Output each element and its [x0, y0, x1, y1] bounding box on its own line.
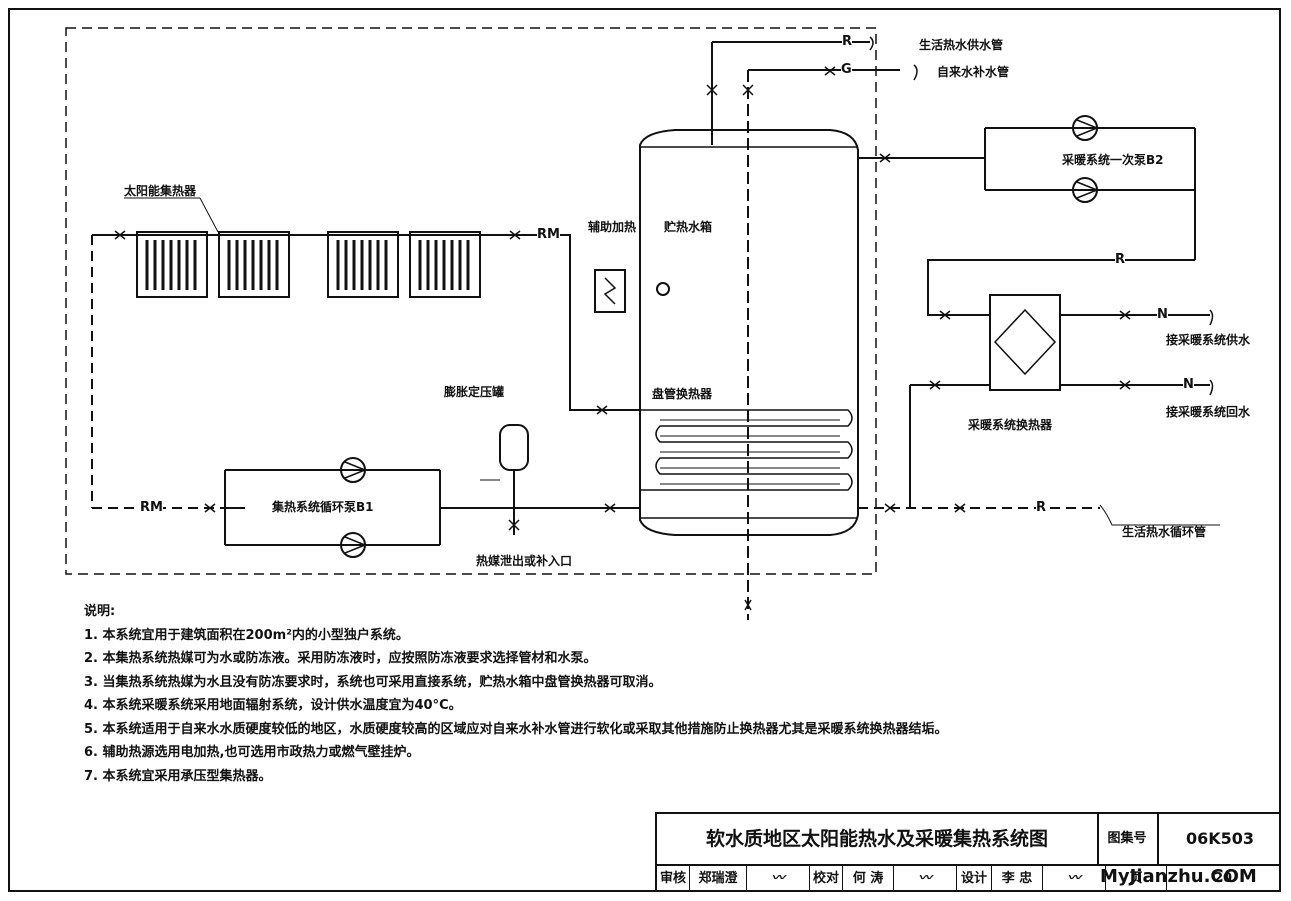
note-item: 2. 本集热系统热媒可为水或防冻液。采用防冻液时，应按照防冻液要求选择管材和水泵… [84, 651, 597, 666]
valves [114, 66, 1131, 611]
review-signature: 〰 [747, 866, 810, 892]
code-r-bottom: R [1036, 500, 1047, 515]
label-hot-supply: 生活热水供水管 [919, 38, 1004, 52]
code-g: G [841, 62, 852, 77]
thermometer-icon [656, 282, 670, 296]
check-signature: 〰 [894, 866, 957, 892]
atlas-number: 06K503 [1185, 829, 1255, 848]
code-rm-top: RM [537, 227, 560, 242]
label-heating-return: 接采暖系统回水 [1166, 405, 1251, 419]
expansion-tank [499, 424, 529, 471]
label-hot-circulation: 生活热水循环管 [1122, 525, 1207, 539]
drawing-title: 软水质地区太阳能热水及采暖集热系统图 [657, 814, 1099, 864]
pump-b1-header [224, 469, 640, 546]
label-storage-tank: 贮热水箱 [664, 220, 713, 234]
label-coil-hx: 盘管换热器 [652, 387, 713, 401]
collector-leader [199, 197, 219, 233]
check-name: 何 涛 [843, 866, 894, 892]
heating-heat-exchanger [989, 294, 1061, 391]
coil-heat-exchanger [640, 409, 853, 491]
label-solar-collector: 太阳能集热器 [124, 184, 197, 198]
note-item: 1. 本系统宜用于建筑面积在200m²内的小型独户系统。 [84, 627, 409, 643]
note-item: 4. 本系统采暖系统采用地面辐射系统，设计供水温度宜为40°C。 [84, 698, 462, 713]
atlas-label: 图集号 [1097, 814, 1159, 864]
r-return-pipe [927, 259, 1195, 316]
design-name: 李 忠 [992, 866, 1043, 892]
page-number: 20 [1213, 871, 1233, 886]
watermark: MyJianzhu.COM [1100, 866, 1257, 887]
solar-collector-4 [409, 231, 481, 298]
note-item: 7. 本系统宜采用承压型集热器。 [84, 768, 272, 784]
code-rm-left: RM [140, 500, 163, 515]
note-item: 6. 辅助热源选用电加热,也可选用市政热力或燃气壁挂炉。 [84, 745, 420, 760]
notes-heading: 说明: [84, 604, 116, 619]
title-block: 软水质地区太阳能热水及采暖集热系统图 图集号 06K503 审核 郑瑞澄 〰 校… [655, 812, 1281, 892]
label-expansion-tank: 膨胀定压罐 [444, 385, 505, 399]
signature-row: 审核 郑瑞澄 〰 校对 何 涛 〰 设计 李 忠 〰 页 20 [657, 866, 1281, 892]
solar-collector-3 [327, 231, 399, 298]
review-label: 审核 [657, 866, 690, 892]
label-heating-supply: 接采暖系统供水 [1166, 333, 1251, 347]
solar-collector-2 [218, 231, 290, 298]
notes-section: 说明: 1. 本系统宜用于建筑面积在200m²内的小型独户系统。 2. 本集热系… [84, 600, 948, 788]
aux-heater-box [594, 269, 626, 313]
label-drain-fill: 热媒泄出或补入口 [476, 554, 573, 568]
note-item: 3. 当集热系统热媒为水且没有防冻要求时，系统也可采用直接系统，贮热水箱中盘管换… [84, 674, 662, 690]
label-cold-supply: 自来水补水管 [937, 65, 1010, 79]
page-label: 页 [1106, 866, 1167, 892]
label-aux-heat: 辅助加热 [588, 220, 637, 234]
review-name: 郑瑞澄 [690, 866, 747, 892]
title-row: 软水质地区太阳能热水及采暖集热系统图 图集号 06K503 [657, 814, 1281, 866]
note-item: 5. 本系统适用于自来水水质硬度较低的地区，水质硬度较高的区域应对自来水补水管进… [84, 721, 948, 737]
check-label: 校对 [810, 866, 843, 892]
rm-pipe [540, 234, 640, 411]
system-boundary [65, 27, 877, 575]
code-r-top: R [842, 34, 853, 49]
solar-collector-1 [136, 231, 208, 298]
code-n1: N [1157, 307, 1168, 322]
drawing-frame [8, 8, 1281, 892]
design-signature: 〰 [1043, 866, 1106, 892]
storage-tank-outline [639, 129, 859, 536]
label-pump-b2: 采暖系统一次泵B2 [1062, 153, 1164, 167]
label-heating-hx: 采暖系统换热器 [968, 418, 1053, 432]
code-n2: N [1183, 377, 1194, 392]
code-r-right: R [1115, 252, 1126, 267]
design-label: 设计 [957, 866, 992, 892]
label-pump-b1: 集热系统循环泵B1 [272, 500, 374, 514]
